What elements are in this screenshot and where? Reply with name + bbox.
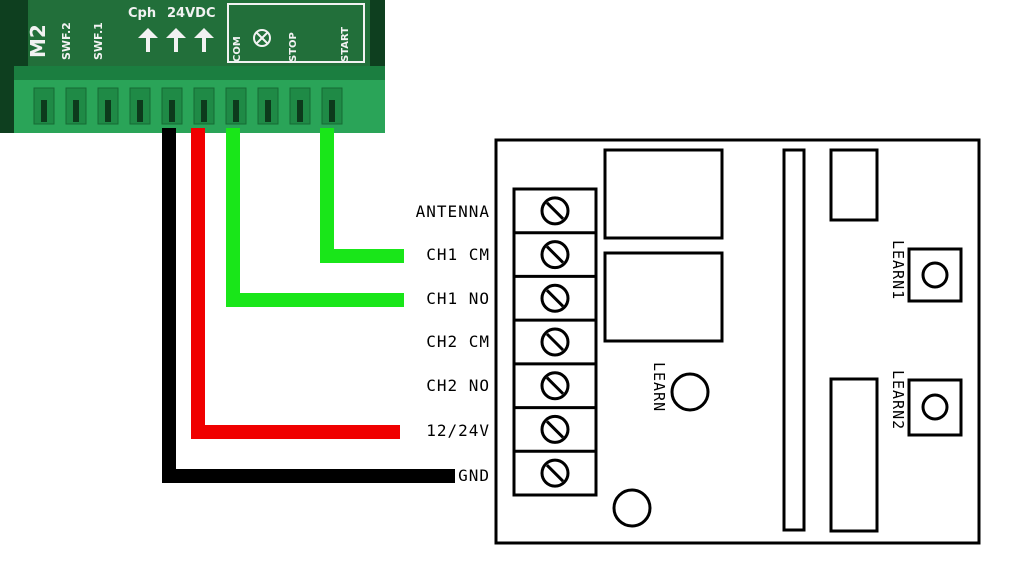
terminal-label-12-24v: 12/24V	[426, 421, 490, 440]
pcb-label-stop: STOP	[288, 32, 299, 62]
terminal-screw-slot	[545, 289, 565, 308]
pcb-label-swf1: SWF.1	[92, 22, 105, 60]
terminal-screw-slot	[545, 332, 565, 352]
terminal-screw-slot	[545, 376, 565, 395]
pcb-label-com: COM	[232, 36, 243, 62]
terminal-label-ch1-no: CH1 NO	[426, 289, 490, 308]
learn2-label: LEARN2	[889, 370, 907, 431]
terminal-screw	[540, 414, 570, 444]
pcb-label-swf2: SWF.2	[60, 22, 73, 60]
terminal-label-ch2-cm: CH2 CM	[426, 332, 490, 351]
component-top-right	[829, 148, 879, 222]
terminal-screw-slot	[545, 201, 565, 220]
learn1-button-cap	[921, 261, 949, 289]
pcb-terminal-opening	[41, 100, 47, 122]
pcb-terminal-opening	[329, 100, 335, 122]
terminal-screw	[540, 196, 570, 226]
relay-1	[603, 148, 724, 240]
pcb-terminal-opening	[233, 100, 239, 122]
receiver-board	[494, 138, 981, 545]
terminal-screw	[540, 240, 570, 270]
pcb-label-start: START	[340, 26, 351, 62]
wire-12-24v	[191, 128, 400, 439]
relay-2	[603, 251, 724, 343]
pcb-label-24vdc: 24VDC	[167, 6, 216, 21]
pcb-terminal-screws	[33, 87, 343, 125]
wires	[162, 128, 455, 483]
terminal-label-ch1-cm: CH1 CM	[426, 245, 490, 264]
learn1-button[interactable]	[907, 247, 963, 303]
learn2-button-cap	[921, 393, 949, 421]
pcb-terminal-opening	[105, 100, 111, 122]
component-bottom-right	[829, 377, 879, 533]
wire-gnd	[162, 128, 455, 483]
terminal-label-antenna: ANTENNA	[415, 202, 490, 221]
terminal-label-ch2-no: CH2 NO	[426, 376, 490, 395]
terminal-screws	[514, 196, 596, 488]
terminal-screw-slot	[545, 420, 565, 439]
learn-button[interactable]	[670, 372, 710, 412]
pcb-terminal-opening	[297, 100, 303, 122]
pcb-terminal-opening	[73, 100, 79, 122]
terminal-screw-slot	[545, 464, 565, 483]
terminal-screw	[540, 327, 570, 357]
wire-ch1-no	[226, 128, 404, 307]
mounting-hole	[612, 488, 652, 528]
pcb-connector-id: M2	[26, 24, 50, 58]
pcb-terminal-opening	[137, 100, 143, 122]
learn2-button[interactable]	[907, 378, 963, 437]
terminal-strip	[512, 187, 598, 497]
pcb-terminal-opening	[169, 100, 175, 122]
terminal-screw	[540, 283, 570, 313]
learn1-label: LEARN1	[889, 240, 907, 301]
pcb-label-cph: Cph	[128, 6, 157, 21]
terminal-screw-slot	[545, 245, 565, 264]
pcb-terminal-opening	[201, 100, 207, 122]
terminal-label-gnd: GND	[458, 466, 490, 485]
terminal-screw	[540, 371, 570, 401]
wire-ch1-cm	[320, 128, 404, 263]
pcb-terminal-opening	[265, 100, 271, 122]
lamp-icon	[253, 29, 271, 47]
terminal-screw	[540, 458, 570, 488]
controller-pcb	[0, 0, 385, 133]
learn-label: LEARN	[650, 362, 668, 413]
vertical-strip	[782, 148, 806, 532]
